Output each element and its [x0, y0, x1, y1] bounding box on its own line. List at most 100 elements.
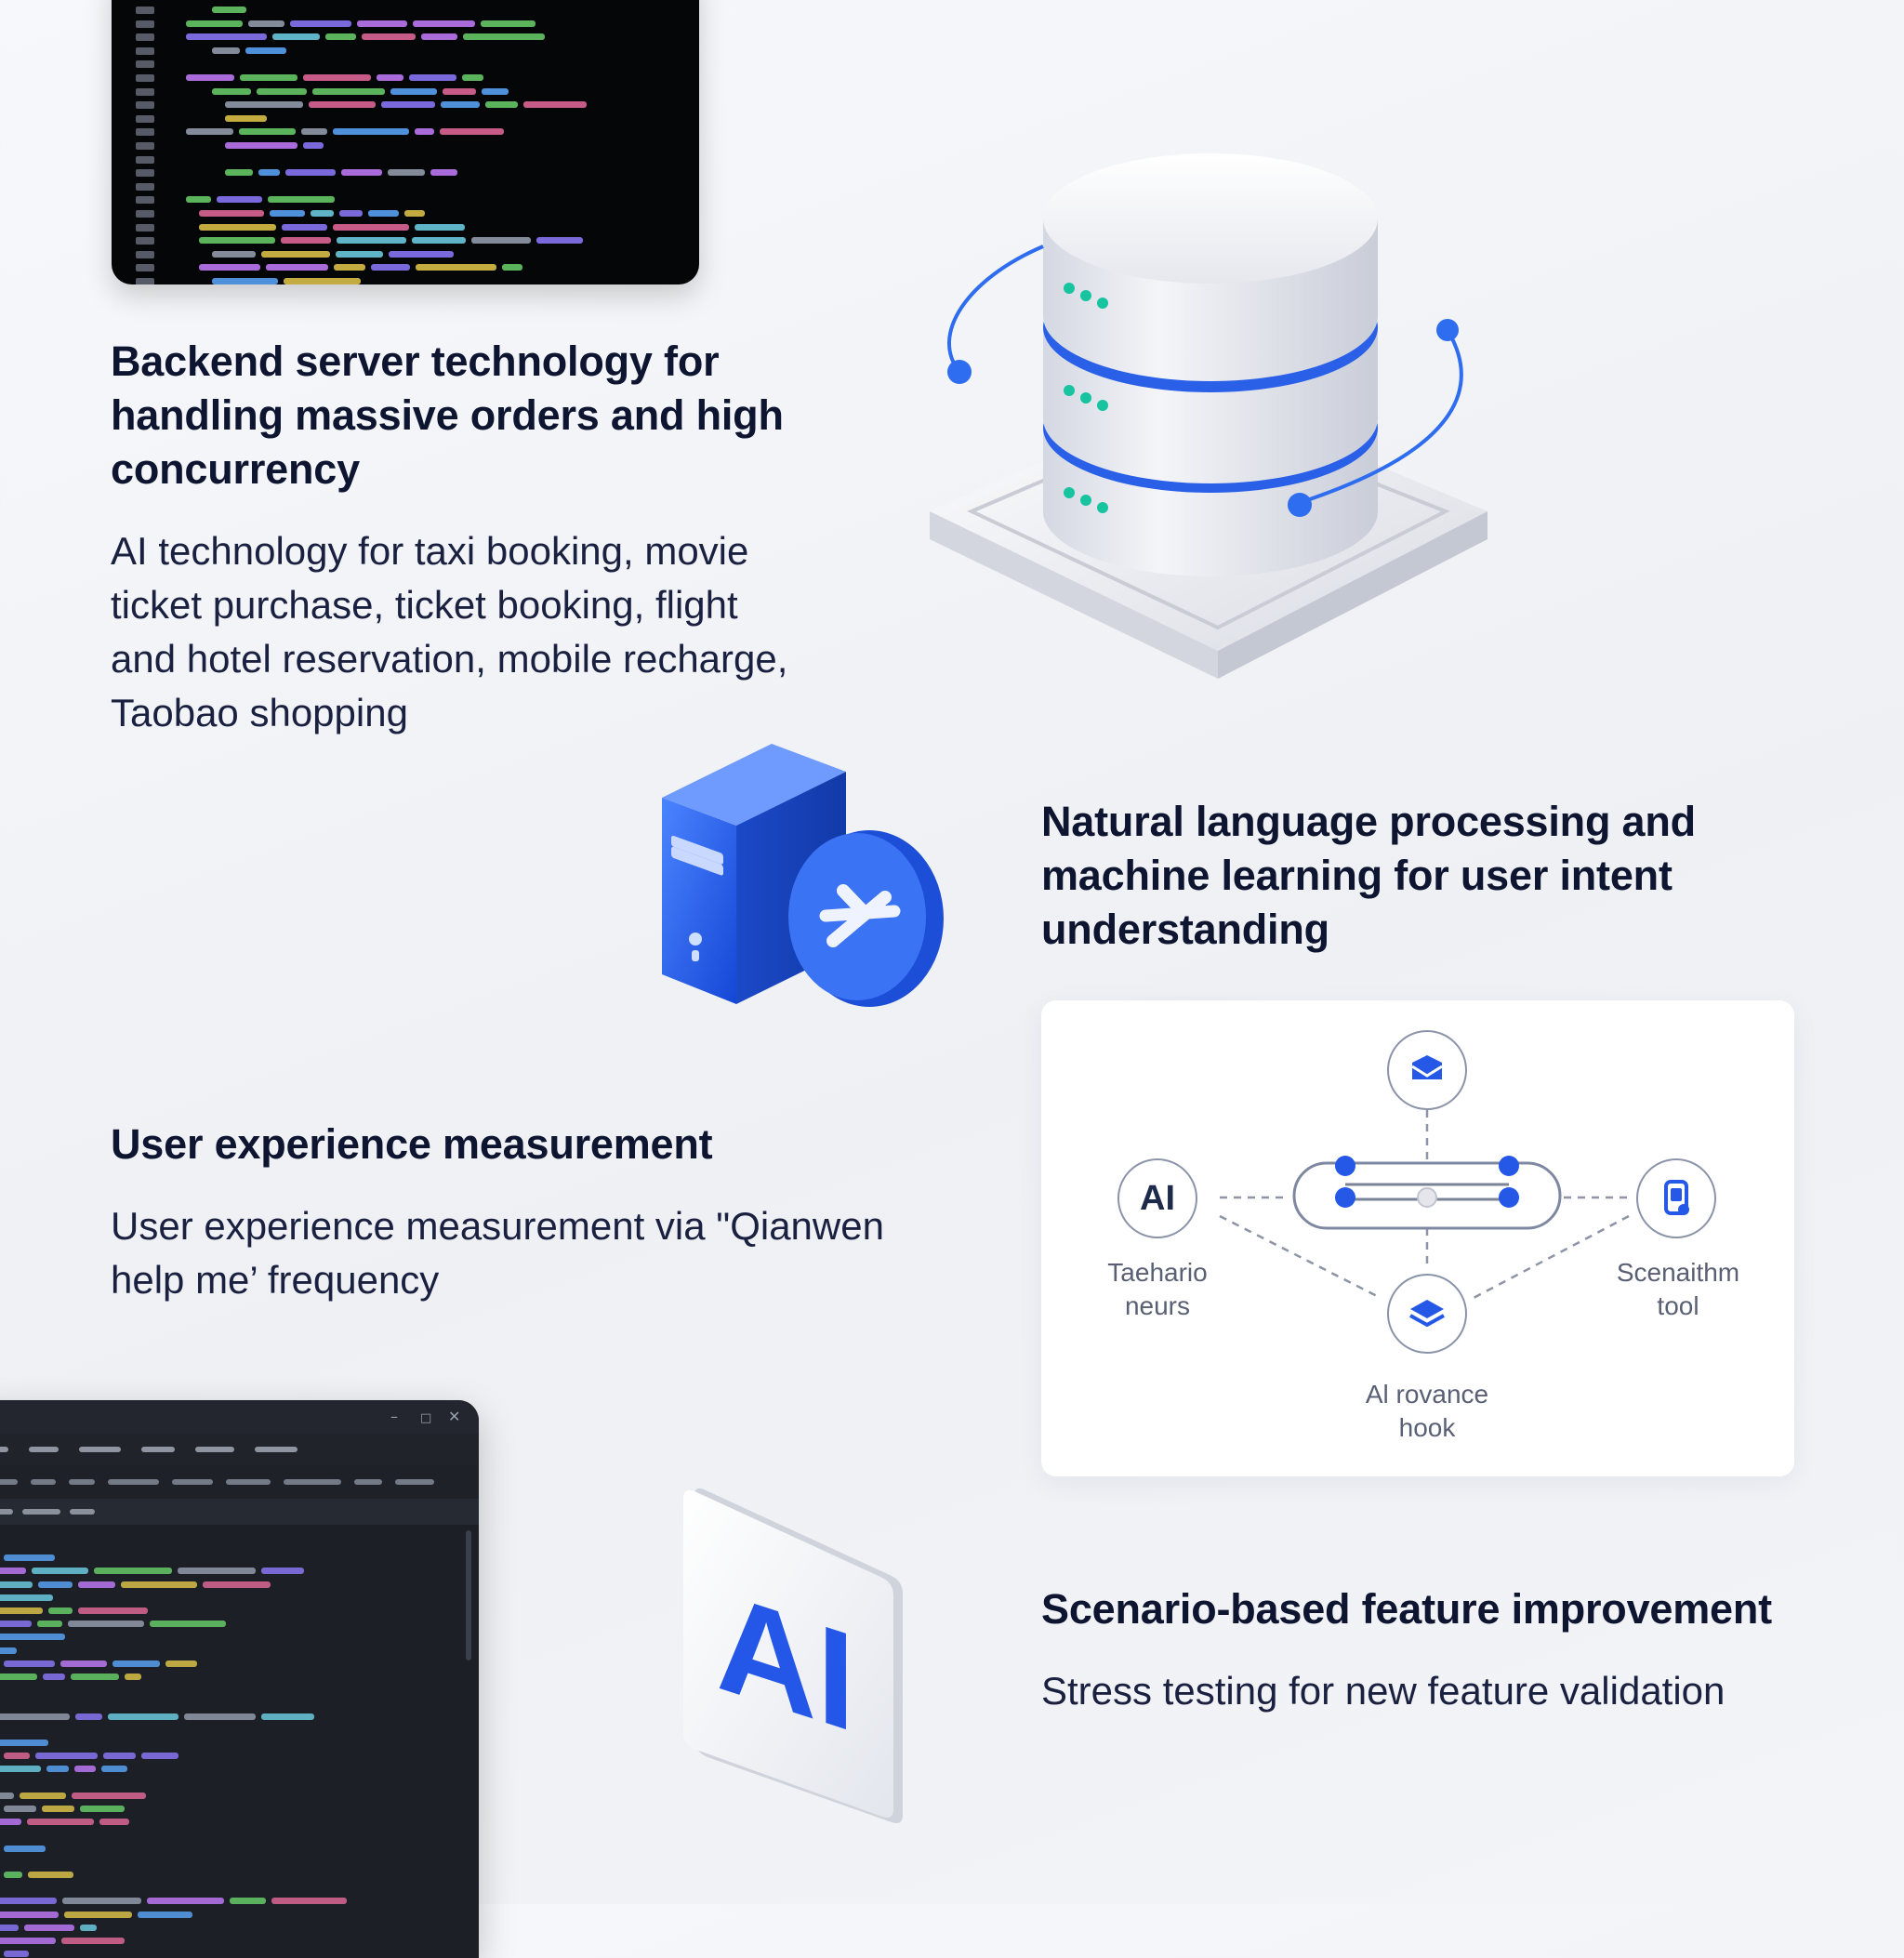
code-token: [42, 1806, 74, 1812]
code-token: [4, 1872, 22, 1878]
code-line: [112, 31, 688, 44]
code-token: [225, 101, 303, 109]
line-number: [136, 237, 154, 245]
code-token: [186, 196, 211, 204]
code-token: [99, 1819, 129, 1826]
code-token: [43, 1674, 65, 1680]
code-token: [0, 1898, 57, 1905]
code-token: [225, 114, 267, 122]
phone-icon: [1664, 1180, 1689, 1215]
menu-item[interactable]: [29, 1447, 59, 1452]
code-token: [440, 128, 504, 136]
menu-item[interactable]: [226, 1479, 271, 1485]
code-line: [112, 180, 688, 193]
code-token: [258, 169, 280, 177]
scenario-body: Stress testing for new feature validatio…: [1041, 1669, 1726, 1713]
code-token: [186, 33, 267, 41]
code-token: [0, 1568, 26, 1575]
code-token: [362, 33, 416, 41]
code-token: [125, 1674, 141, 1680]
code-token: [0, 1713, 70, 1720]
plus-icon: [788, 830, 944, 1007]
code-token: [312, 87, 385, 95]
code-token: [199, 264, 260, 271]
menu-item[interactable]: [141, 1447, 175, 1452]
menu-item[interactable]: [195, 1447, 234, 1452]
editor-menubar: [0, 1434, 479, 1466]
code-token: [272, 33, 320, 41]
menu-item[interactable]: [31, 1479, 56, 1485]
code-line: [112, 45, 688, 58]
line-number: [136, 169, 154, 178]
code-token: [28, 1872, 73, 1878]
code-token: [71, 1674, 119, 1680]
code-token: [341, 169, 382, 177]
code-token: [212, 250, 256, 258]
close-icon[interactable]: ✕: [448, 1408, 461, 1425]
right-node-label-line-2: tool: [1657, 1291, 1699, 1320]
code-token: [261, 1568, 304, 1575]
menu-item[interactable]: [0, 1447, 8, 1452]
code-token: [74, 1766, 96, 1773]
code-token: [404, 210, 425, 217]
layers-icon: [1409, 1300, 1445, 1327]
code-token: [24, 1924, 74, 1931]
code-token: [462, 74, 483, 81]
editor-titlebar: – □ ✕: [0, 1400, 479, 1434]
code-token: [101, 1766, 127, 1773]
code-token: [339, 210, 363, 217]
code-token: [0, 1924, 19, 1931]
editor-scrollbar[interactable]: [466, 1530, 471, 1660]
database-server-icon: [930, 153, 1488, 679]
menu-item[interactable]: [22, 1509, 60, 1515]
code-line: [112, 221, 688, 234]
code-token: [0, 1911, 59, 1918]
code-line: [112, 275, 688, 284]
code-token: [72, 1792, 146, 1799]
code-token: [38, 1581, 73, 1588]
code-token: [150, 1621, 226, 1628]
code-token: [270, 210, 305, 217]
backend-heading-line-3: concurrency: [111, 445, 360, 493]
menu-item[interactable]: [354, 1479, 382, 1485]
backend-heading-line-1: Backend server technology for: [111, 337, 720, 385]
code-token: [441, 101, 480, 109]
code-token: [389, 250, 454, 258]
menu-item[interactable]: [108, 1479, 159, 1485]
code-token: [261, 250, 330, 258]
menu-item[interactable]: [0, 1509, 13, 1515]
code-token: [388, 169, 425, 177]
minimize-icon[interactable]: –: [390, 1408, 398, 1425]
ai-tile-icon: AI: [683, 1488, 903, 1823]
ux-body: User experience measurement via "Qianwen…: [111, 1199, 947, 1307]
menu-item[interactable]: [284, 1479, 341, 1485]
menu-item[interactable]: [0, 1479, 18, 1485]
code-token: [61, 1938, 125, 1944]
code-token: [212, 87, 251, 95]
line-number: [136, 87, 154, 96]
maximize-icon[interactable]: □: [420, 1411, 432, 1425]
code-token: [112, 1660, 160, 1667]
scenario-heading: Scenario-based feature improvement: [1041, 1585, 1772, 1633]
code-token: [311, 210, 334, 217]
menu-item[interactable]: [69, 1479, 95, 1485]
menu-item[interactable]: [79, 1447, 121, 1452]
menu-item[interactable]: [70, 1509, 95, 1515]
menu-item[interactable]: [395, 1479, 434, 1485]
backend-body-line-2: ticket purchase, ticket booking, flight: [111, 583, 738, 627]
menu-item[interactable]: [172, 1479, 213, 1485]
line-number: [136, 20, 154, 28]
code-token: [257, 87, 307, 95]
code-token: [27, 1819, 94, 1826]
code-token: [502, 264, 522, 271]
code-token: [199, 237, 275, 245]
backend-heading: Backend server technology for handling m…: [111, 335, 817, 496]
nlp-heading-line-2: machine learning for user intent: [1041, 852, 1673, 899]
menu-item[interactable]: [255, 1447, 298, 1452]
code-token: [371, 264, 410, 271]
code-token: [212, 278, 278, 284]
code-token: [165, 1660, 197, 1667]
diagram-right-node: [1636, 1158, 1716, 1238]
line-number: [136, 114, 154, 123]
backend-body-line-3: and hotel reservation, mobile recharge,: [111, 637, 788, 681]
